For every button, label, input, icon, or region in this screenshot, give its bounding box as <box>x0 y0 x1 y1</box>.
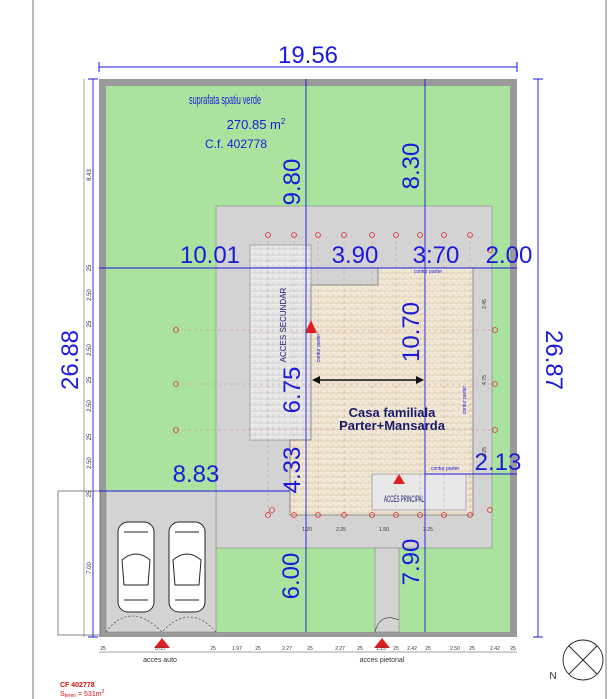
ground-outline-label: contur parter <box>462 385 468 414</box>
legend-cf: CF 402778 <box>60 682 95 689</box>
ground-outline-label: contur parter <box>316 333 322 362</box>
ground-outline-label: contur parter <box>431 466 460 472</box>
car-access-marker <box>154 638 170 648</box>
car-gate <box>105 615 217 633</box>
bottom-chain-label: 2.42 <box>490 646 500 652</box>
main-access-marker <box>393 474 405 484</box>
house-chain-label: 1.20 <box>302 527 312 533</box>
bottom-chain-label: 2.42 <box>407 646 417 652</box>
street-strip <box>57 490 101 636</box>
left-chain-label: 25 <box>87 264 93 271</box>
bottom-chain-label: 2.27 <box>335 646 345 652</box>
left-chain-label: 2.50 <box>87 457 93 469</box>
legend-area-sup: 2 <box>102 689 105 695</box>
dim-back-setback: 9.80 <box>279 159 306 206</box>
left-chain-labels: 8.43 25 2.50 25 2.50 25 2.50 25 2.50 25 … <box>87 169 93 574</box>
dim-house-part-b: 3:70 <box>413 242 460 269</box>
axis-bubbles <box>173 232 498 518</box>
arrow-head-left <box>312 376 320 384</box>
bottom-chain-label: 25 <box>469 646 475 652</box>
bottom-chain-label: 2.27 <box>282 646 292 652</box>
green-area-number: 270.85 m <box>227 117 281 132</box>
house-chain-label: 2.25 <box>336 527 346 533</box>
bottom-chain-label: 5.03 <box>155 646 165 652</box>
pedestrian-access-marker <box>374 638 390 648</box>
bottom-chain-label: 25 <box>100 646 106 652</box>
house-chain-label: 2.25 <box>423 527 433 533</box>
left-chain-label: 7.00 <box>87 562 93 574</box>
legend-area-value: = 531m <box>76 691 102 698</box>
entrance-porch <box>371 473 467 511</box>
house-chain-label: 1.50 <box>379 527 389 533</box>
dim-right-height: 26.87 <box>540 330 567 390</box>
house-side-label: 2.45 <box>482 299 488 309</box>
main-access-label: ACCES PRINCIPAL <box>384 494 424 504</box>
axis-markers <box>176 235 495 515</box>
left-chain-label: 2.50 <box>87 344 93 356</box>
left-chain-label: 25 <box>87 320 93 327</box>
secondary-access-marker <box>305 320 317 333</box>
left-chain-label: 25 <box>87 376 93 383</box>
left-chain-label: 8.43 <box>87 169 93 181</box>
pedestrian-access-label: acces pietonal <box>360 657 405 664</box>
cadastral-label: C.f. 402778 <box>205 137 267 151</box>
dim-right-setback: 2.00 <box>486 242 533 269</box>
pedestrian-gate <box>374 617 400 633</box>
dim-left-height: 26.88 <box>57 330 84 390</box>
bottom-chain-label: 25 <box>510 646 516 652</box>
green-area-sup: 2 <box>281 117 286 126</box>
dim-side-left: 8.83 <box>173 461 220 488</box>
arrow-head-right <box>416 376 424 384</box>
green-area-label: suprafata spatiu verde <box>189 92 261 107</box>
main-roof <box>289 267 474 516</box>
legend-area: Steren = 531m2 <box>60 689 105 699</box>
ground-outline-label: contur parter <box>414 269 443 275</box>
house-name: Casa familiala <box>349 405 436 420</box>
north-compass-icon <box>562 639 604 681</box>
car-left <box>117 521 155 613</box>
north-arrow: N <box>549 639 604 682</box>
dim-front-setback-right: 7.90 <box>398 539 425 586</box>
dim-front-right: 2.13 <box>475 449 522 476</box>
bottom-chain-label: 25 <box>210 646 216 652</box>
left-chain-label: 2.50 <box>87 289 93 301</box>
bottom-chain-label: 25 <box>425 646 431 652</box>
bottom-chain-label: 25 <box>307 646 313 652</box>
north-label: N <box>549 671 556 682</box>
left-chain-label: 2.50 <box>87 400 93 412</box>
house-side-label: 0.25 <box>482 447 488 457</box>
bottom-chain-label: 2.50 <box>450 646 460 652</box>
green-area-value: 270.85 m2 <box>227 117 286 132</box>
dimension-lines <box>92 66 539 637</box>
house-side-label: 4.75 <box>482 375 488 385</box>
bottom-chain-label: 25 <box>393 646 399 652</box>
bottom-chain-label: 25 <box>357 646 363 652</box>
car-access-label: acces auto <box>143 657 177 664</box>
legend-area-sub: teren <box>65 693 77 699</box>
dim-left-setback: 10.01 <box>180 242 240 269</box>
dim-back-setback-right: 8.30 <box>398 143 425 190</box>
bottom-chain-labels: 25 5.03 25 1.97 25 2.27 25 2.27 25 1.25 … <box>100 646 516 652</box>
dim-front-setback-left: 6.00 <box>278 553 305 600</box>
dim-house-depth-left: 6.75 <box>279 367 306 414</box>
dimension-ticks <box>88 62 543 638</box>
side-roof <box>249 244 312 441</box>
bottom-chain-label: 1.25 <box>376 646 386 652</box>
house-levels: Parter+Mansarda <box>339 418 446 433</box>
pedestrian-path <box>374 547 400 633</box>
dim-house-part-a: 3.90 <box>332 242 379 269</box>
left-chain-label: 25 <box>87 490 93 497</box>
secondary-access-label: ACCES SECUNDAR <box>279 287 288 362</box>
dim-front-left: 4.33 <box>279 447 306 494</box>
dim-house-depth: 10.70 <box>398 302 425 362</box>
legend-area-prefix: S <box>60 691 65 698</box>
bottom-chain-label: 1.97 <box>232 646 242 652</box>
house-dims: 1.20 2.25 1.50 2.25 2.45 4.75 0.25 <box>302 299 488 533</box>
bottom-chain-label: 25 <box>255 646 261 652</box>
car-right <box>168 521 206 613</box>
left-chain-label: 25 <box>87 433 93 440</box>
dim-top-width: 19.56 <box>278 42 338 69</box>
